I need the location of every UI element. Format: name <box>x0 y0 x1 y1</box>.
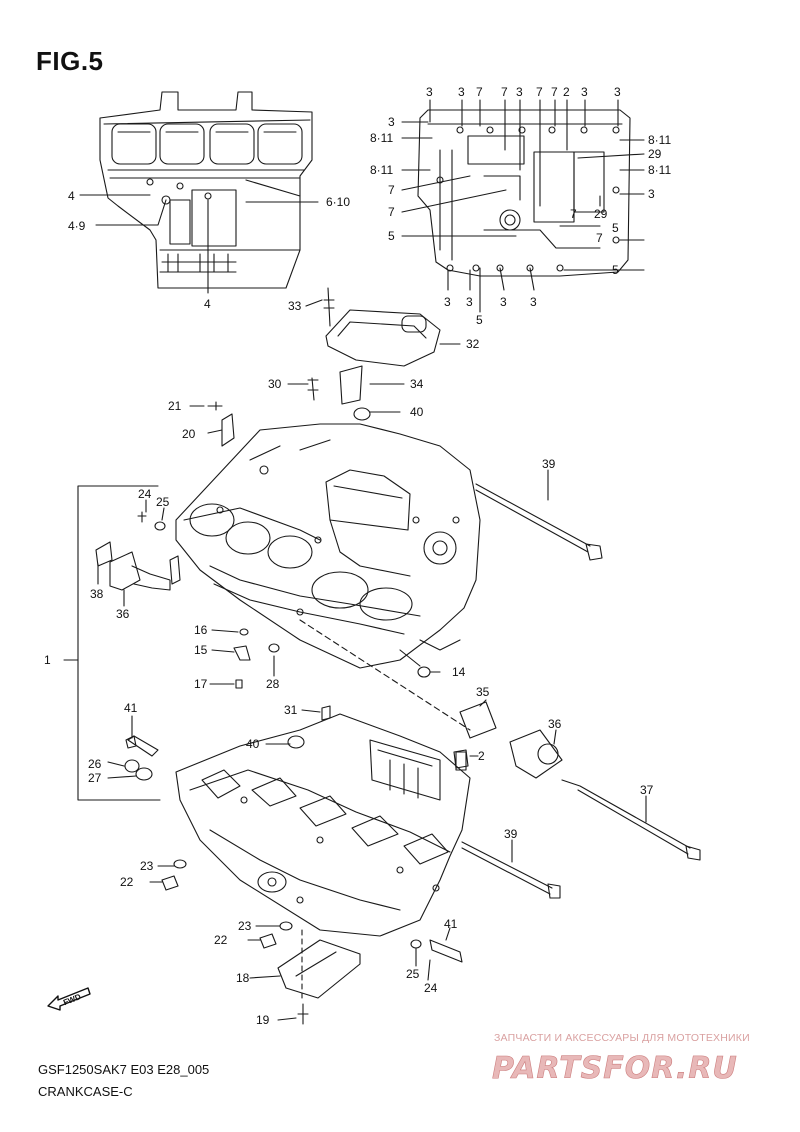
callout-label: 22 <box>120 875 134 889</box>
callout-label: 23 <box>238 919 252 933</box>
oil-pump-shaft-assembly <box>299 619 701 861</box>
callout-label: 36 <box>116 607 130 621</box>
callout-label: 25 <box>156 495 170 509</box>
section-name: CRANKCASE-C <box>38 1084 133 1099</box>
callout-label: 7 <box>388 183 395 197</box>
callout-label: 3 <box>614 85 621 99</box>
callout-label: 7 <box>551 85 558 99</box>
callout-label: 5 <box>612 263 619 277</box>
callout-label: 32 <box>466 337 480 351</box>
fwd-label: FWD <box>62 992 82 1007</box>
callout-label: 20 <box>182 427 196 441</box>
drain-fasteners <box>161 859 463 963</box>
callout-label: 7 <box>570 207 577 221</box>
long-bolt-upper <box>475 483 603 561</box>
callout-label: 25 <box>406 967 420 981</box>
callout-label: 2 <box>563 85 570 99</box>
lower-crankcase <box>175 713 471 937</box>
callout-label: 37 <box>640 783 654 797</box>
callout-label: 23 <box>140 859 154 873</box>
inset1-leaders <box>79 194 319 294</box>
main-leaders <box>97 299 647 1021</box>
callout-label: 8·11 <box>648 133 671 147</box>
callout-label: 5 <box>612 221 619 235</box>
callout-label: 35 <box>476 685 490 699</box>
upper-crankcase-inset <box>99 91 313 289</box>
inset2-leaders <box>401 99 645 313</box>
callout-label: 29 <box>594 207 608 221</box>
callout-label: 26 <box>88 757 102 771</box>
callout-label: 19 <box>256 1013 270 1027</box>
callout-label: 8·11 <box>370 131 393 145</box>
callout-label: 40 <box>246 737 260 751</box>
callout-label: 3 <box>648 187 655 201</box>
watermark-logo: PARTSFOR.RU <box>492 1051 738 1086</box>
callout-label: 18 <box>236 971 250 985</box>
callout-label: 4·9 <box>68 219 86 233</box>
oil-filter-stud <box>95 511 181 591</box>
callout-label: 3 <box>516 85 523 99</box>
lower-crankcase-inset <box>417 109 631 277</box>
callout-label: 24 <box>138 487 152 501</box>
callout-label: 14 <box>452 665 466 679</box>
callout-label: 40 <box>410 405 424 419</box>
callout-label: 41 <box>444 917 458 931</box>
callout-label: 4 <box>68 189 75 203</box>
callout-label: 8·11 <box>370 163 393 177</box>
callout-label: 41 <box>124 701 138 715</box>
callout-label: 3 <box>426 85 433 99</box>
callout-label: 6·10 <box>326 195 350 209</box>
callout-label: 3 <box>388 115 395 129</box>
callout-label: 31 <box>284 703 298 717</box>
callout-label: 30 <box>268 377 282 391</box>
figure-title: FIG.5 <box>36 46 104 76</box>
callout-label: 27 <box>88 771 102 785</box>
callout-label: 39 <box>542 457 556 471</box>
small-fasteners <box>233 628 431 689</box>
callout-label: 7 <box>476 85 483 99</box>
callout-label: 1 <box>44 653 51 667</box>
long-bolt-lower <box>461 841 561 899</box>
callout-label: 33 <box>288 299 302 313</box>
callout-label: 7 <box>596 231 603 245</box>
callout-label: 16 <box>194 623 208 637</box>
callout-label: 38 <box>90 587 104 601</box>
callout-label: 29 <box>648 147 662 161</box>
callout-label: 3 <box>444 295 451 309</box>
callout-label: 3 <box>581 85 588 99</box>
callout-label: 5 <box>476 313 483 327</box>
svg-text:PARTSFOR.RU: PARTSFOR.RU <box>492 1051 738 1086</box>
fwd-arrow-icon: FWD <box>47 987 91 1011</box>
breather-cover <box>207 287 441 447</box>
callout-label: 8·11 <box>648 163 671 177</box>
callout-label: 2 <box>478 749 485 763</box>
callout-label: 39 <box>504 827 518 841</box>
callout-label: 28 <box>266 677 280 691</box>
assembly-bracket <box>63 485 161 801</box>
callout-label: 22 <box>214 933 228 947</box>
callout-label: 24 <box>424 981 438 995</box>
callout-label: 7 <box>501 85 508 99</box>
callout-label: 3 <box>458 85 465 99</box>
callout-label: 7 <box>388 205 395 219</box>
callout-label: 17 <box>194 677 208 691</box>
callout-label: 36 <box>548 717 562 731</box>
callout-label: 3 <box>530 295 537 309</box>
lower-fasteners <box>124 705 469 781</box>
callout-label: 15 <box>194 643 208 657</box>
callout-label: 4 <box>204 297 211 311</box>
callout-label: 7 <box>536 85 543 99</box>
callout-label: 3 <box>466 295 473 309</box>
callout-label: 34 <box>410 377 424 391</box>
callout-label: 3 <box>500 295 507 309</box>
upper-crankcase <box>175 423 481 669</box>
callout-label: 21 <box>168 399 182 413</box>
model-code: GSF1250SAK7 E03 E28_005 <box>38 1062 210 1077</box>
watermark-subtitle: ЗАПЧАСТИ И АКСЕССУАРЫ ДЛЯ МОТОТЕХНИКИ <box>494 1032 750 1044</box>
baffle-plate <box>277 929 361 1025</box>
callout-label: 5 <box>388 229 395 243</box>
